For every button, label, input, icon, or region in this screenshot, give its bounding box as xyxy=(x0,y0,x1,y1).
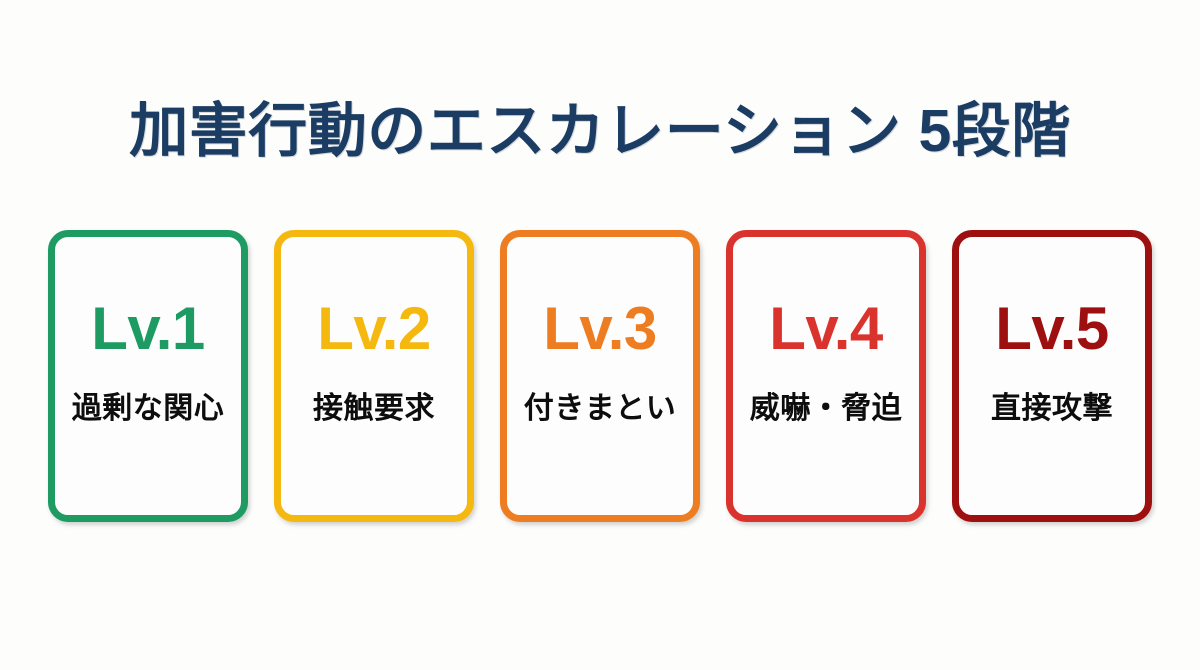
level-card-1-level: Lv.1 xyxy=(91,295,205,362)
level-card-2: Lv.2 接触要求 xyxy=(274,230,474,522)
level-card-3-level: Lv.3 xyxy=(543,295,657,362)
level-card-4-label: 威嚇・脅迫 xyxy=(749,392,903,425)
level-card-4-level: Lv.4 xyxy=(769,295,883,362)
page-title-container: 加害行動のエスカレーション 5段階 xyxy=(0,58,1200,203)
level-card-1: Lv.1 過剰な関心 xyxy=(48,230,248,522)
level-card-5-level: Lv.5 xyxy=(995,295,1109,362)
level-card-3: Lv.3 付きまとい xyxy=(500,230,700,522)
level-card-5-label: 直接攻撃 xyxy=(991,392,1113,425)
level-card-2-label: 接触要求 xyxy=(313,392,435,425)
level-card-5: Lv.5 直接攻撃 xyxy=(952,230,1152,522)
level-card-1-label: 過剰な関心 xyxy=(71,392,225,425)
level-card-3-label: 付きまとい xyxy=(523,392,677,425)
level-card-2-level: Lv.2 xyxy=(317,295,431,362)
level-card-4: Lv.4 威嚇・脅迫 xyxy=(726,230,926,522)
page-title: 加害行動のエスカレーション 5段階 xyxy=(129,97,1071,164)
escalation-level-cards: Lv.1 過剰な関心 Lv.2 接触要求 Lv.3 付きまとい Lv.4 威嚇・… xyxy=(48,230,1152,522)
